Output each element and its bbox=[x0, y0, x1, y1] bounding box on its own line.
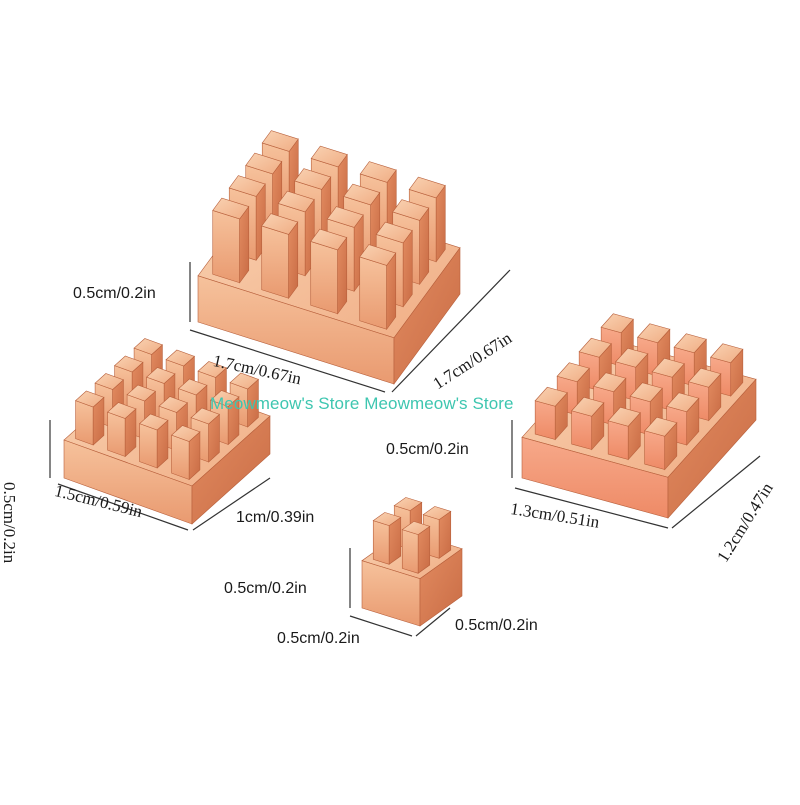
large-heatsink bbox=[197, 130, 461, 385]
large-fin-top bbox=[245, 152, 283, 175]
large-fin-side bbox=[337, 236, 348, 315]
large-fin-side bbox=[386, 252, 397, 331]
medium-right-fin-top bbox=[593, 372, 627, 393]
large-fin-front bbox=[310, 241, 338, 315]
medium-right-fin-top bbox=[629, 382, 663, 403]
medium-right-height-label: 0.5cm/0.2in bbox=[386, 441, 469, 458]
medium-right-fin-front bbox=[571, 410, 593, 450]
large-fin-top bbox=[277, 190, 315, 213]
large-fin-side bbox=[288, 221, 299, 300]
large-fin-top bbox=[310, 228, 348, 251]
medium-left-fin-top bbox=[146, 367, 176, 384]
medium-left-fin-top bbox=[133, 338, 163, 355]
small-width-line bbox=[415, 607, 451, 637]
small-length-line bbox=[349, 615, 413, 637]
medium-left-fin-top bbox=[210, 390, 240, 407]
medium-left-fin-top bbox=[94, 373, 124, 390]
medium-left-fin-top bbox=[171, 425, 201, 442]
medium-right-fin-top bbox=[556, 362, 590, 383]
large-base-side bbox=[393, 246, 461, 385]
medium-left-fin-top bbox=[158, 396, 188, 413]
small-heatsink bbox=[361, 497, 463, 627]
medium-left-heatsink bbox=[63, 338, 271, 525]
large-fin-top bbox=[310, 145, 348, 168]
medium-left-fin-top bbox=[139, 413, 169, 431]
large-fin-top bbox=[212, 197, 250, 220]
medium-right-fin-top bbox=[666, 392, 700, 413]
medium-right-fin-top bbox=[607, 406, 641, 427]
medium-left-height-label: 0.5cm/0.2in bbox=[0, 482, 19, 564]
small-height-label: 0.5cm/0.2in bbox=[224, 580, 307, 597]
medium-right-width-line bbox=[671, 455, 761, 529]
large-fin-top bbox=[359, 161, 397, 183]
large-fin-top bbox=[375, 221, 413, 244]
medium-right-fin-top bbox=[651, 357, 685, 378]
large-fin-top bbox=[343, 183, 381, 206]
medium-left-width-line bbox=[192, 477, 271, 531]
medium-left-fin-top bbox=[165, 349, 195, 367]
small-fin-top bbox=[372, 512, 402, 526]
large-width-line bbox=[391, 269, 511, 393]
large-fin-side bbox=[435, 184, 446, 263]
medium-left-fin-top bbox=[107, 402, 137, 419]
medium-left-length-line bbox=[57, 483, 189, 531]
large-fin-top bbox=[228, 175, 266, 197]
medium-left-fin-top bbox=[126, 384, 156, 402]
medium-left-fin-front bbox=[107, 411, 126, 457]
small-length-label: 0.5cm/0.2in bbox=[277, 630, 360, 647]
small-fin-top bbox=[393, 497, 423, 511]
medium-right-fin-top bbox=[571, 396, 605, 417]
large-fin-side bbox=[419, 207, 430, 286]
medium-left-fin-top bbox=[190, 407, 220, 425]
large-fin-top bbox=[326, 206, 364, 228]
medium-left-fin-top bbox=[75, 390, 105, 408]
small-width-label: 0.5cm/0.2in bbox=[455, 617, 538, 634]
medium-right-fin-top bbox=[637, 323, 671, 344]
large-length-line bbox=[189, 329, 386, 393]
small-fin-top bbox=[401, 521, 431, 535]
medium-right-fin-top bbox=[710, 343, 744, 364]
medium-left-fin-front bbox=[139, 423, 158, 469]
medium-left-fin-top bbox=[114, 355, 144, 373]
large-fin-side bbox=[402, 229, 413, 308]
medium-right-fin-top bbox=[615, 347, 649, 368]
medium-left-fin-front bbox=[171, 434, 190, 480]
medium-right-fin-top bbox=[600, 313, 634, 334]
small-fin-top bbox=[422, 506, 452, 520]
large-fin-front bbox=[212, 210, 240, 284]
large-height-label: 0.5cm/0.2in bbox=[73, 285, 156, 302]
medium-right-fin-top bbox=[688, 367, 722, 388]
large-fin-front bbox=[359, 256, 387, 330]
large-fin-top bbox=[261, 213, 299, 235]
medium-right-fin-top bbox=[673, 333, 707, 354]
medium-left-width-label: 1cm/0.39in bbox=[236, 509, 315, 526]
small-fin-front bbox=[401, 529, 419, 574]
large-fin-front bbox=[261, 225, 289, 299]
medium-left-base-side bbox=[191, 415, 271, 525]
large-fin-top bbox=[294, 168, 332, 190]
small-fin-front bbox=[372, 520, 390, 565]
medium-left-fin-front bbox=[75, 400, 94, 446]
medium-right-fin-front bbox=[644, 430, 666, 470]
medium-left-fin-top bbox=[178, 378, 208, 396]
large-fin-top bbox=[261, 130, 299, 152]
medium-left-fin-top bbox=[229, 372, 259, 390]
medium-right-fin-top bbox=[644, 416, 678, 437]
small-base-side bbox=[419, 548, 463, 627]
medium-right-fin-top bbox=[578, 337, 612, 358]
large-fin-side bbox=[239, 205, 250, 284]
medium-right-fin-front bbox=[607, 420, 629, 460]
large-fin-top bbox=[359, 244, 397, 266]
medium-right-fin-front bbox=[534, 400, 556, 440]
large-fin-top bbox=[408, 176, 446, 199]
medium-right-length-line bbox=[514, 487, 669, 529]
store-watermark: Meowmeow's Store Meowmeow's Store bbox=[210, 394, 514, 413]
medium-left-fin-top bbox=[197, 361, 227, 378]
medium-right-fin-top bbox=[534, 386, 568, 407]
medium-right-heatsink bbox=[521, 313, 757, 519]
medium-right-base-side bbox=[667, 378, 757, 519]
large-fin-top bbox=[392, 199, 430, 221]
